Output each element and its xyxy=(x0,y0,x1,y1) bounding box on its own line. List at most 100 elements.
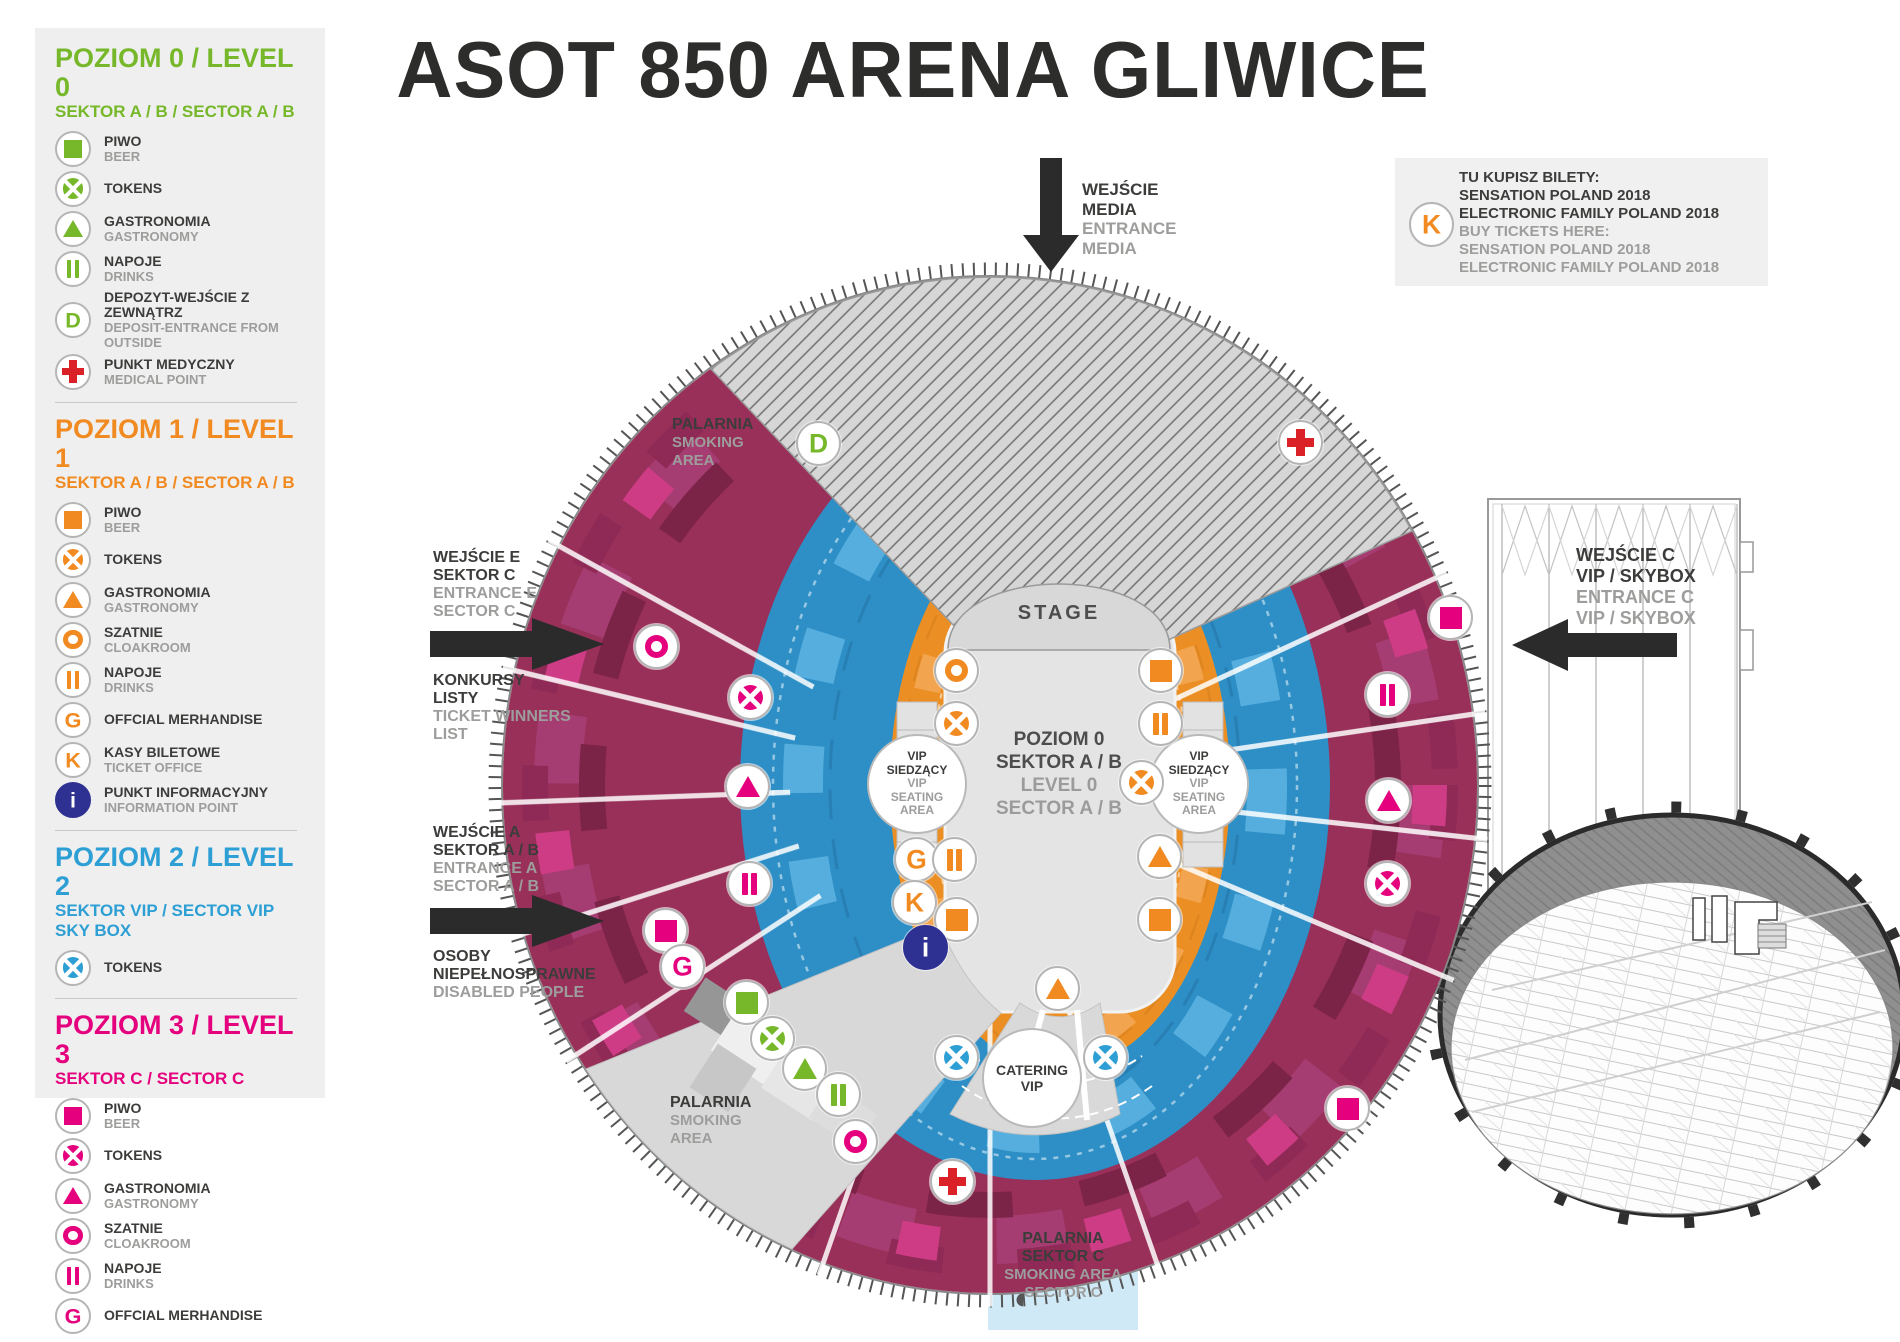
token-icon xyxy=(55,949,91,986)
legend-item-label: SZATNIE xyxy=(104,1219,163,1236)
triangle-icon xyxy=(1137,834,1182,879)
legend-item-sublabel: GASTRONOMY xyxy=(104,1195,199,1211)
legend-title-level1: POZIOM 1 / LEVEL 1 xyxy=(55,414,294,473)
square-icon xyxy=(1428,595,1473,640)
stage-label: STAGE xyxy=(1017,602,1101,624)
token-icon xyxy=(1365,861,1410,906)
legend-sidebar: POZIOM 0 / LEVEL 0 SEKTOR A / B / SECTOR… xyxy=(35,28,325,1334)
legend-item-label: PUNKT MEDYCZNY xyxy=(104,355,235,372)
square-icon xyxy=(55,1097,91,1134)
pause-icon xyxy=(1138,701,1183,746)
legend-section-level0: POZIOM 0 / LEVEL 0 SEKTOR A / B / SECTOR… xyxy=(55,44,315,390)
adjacent-hall-roof xyxy=(1426,801,1900,1229)
pause-icon xyxy=(1365,672,1410,717)
vip-seating-area-right: VIP SIEDZĄCY VIP SEATING AREA xyxy=(1149,734,1249,834)
legend-item: TOKENS xyxy=(55,1137,315,1174)
legend-subtitle-level2: SEKTOR VIP / SECTOR VIP xyxy=(55,901,275,920)
legend-title-level2: POZIOM 2 / LEVEL 2 xyxy=(55,842,294,901)
legend-item-label: DEPOZYT-WEJŚCIE Z ZEWNĄTRZ xyxy=(104,289,250,320)
plus-icon xyxy=(1278,420,1323,465)
label-disabled-people: OSOBY NIEPEŁNOSPRAWNE DISABLED PEOPLE xyxy=(433,948,596,1001)
legend-item-label: NAPOJE xyxy=(104,252,162,269)
legend-item-label: SZATNIE xyxy=(104,623,163,640)
triangle-icon xyxy=(55,1177,91,1214)
divider xyxy=(55,402,297,403)
square-icon xyxy=(1137,897,1182,942)
legend-item-sublabel: GASTRONOMY xyxy=(104,228,199,244)
square-icon xyxy=(1138,648,1183,693)
divider xyxy=(55,998,297,999)
legend-item: G OFFCIAL MERHANDISE xyxy=(55,701,315,738)
entrance-arrows xyxy=(430,158,1677,947)
letter-g-icon: G xyxy=(660,944,705,989)
plus-icon xyxy=(930,1159,975,1204)
ring-icon xyxy=(634,624,679,669)
arrow-media-down xyxy=(1023,158,1079,272)
legend-subtitle2-level2: SKY BOX xyxy=(55,921,132,940)
stage-shape xyxy=(947,583,1171,651)
square-icon xyxy=(1325,1086,1370,1131)
pause-icon xyxy=(55,661,91,698)
token-icon xyxy=(934,1035,979,1080)
legend-item-label: GASTRONOMIA xyxy=(104,212,211,229)
legend-subtitle-level0: SEKTOR A / B / SECTOR A / B xyxy=(55,102,295,121)
pause-icon xyxy=(932,837,977,882)
triangle-icon xyxy=(725,764,770,809)
legend-item-label: TOKENS xyxy=(104,551,163,567)
legend-item-sublabel: CLOAKROOM xyxy=(104,639,191,655)
arrow-entrance-a xyxy=(430,895,604,947)
label-entrance-e: WEJŚCIE E SEKTOR C ENTRANCE E SECTOR C xyxy=(433,549,538,620)
triangle-icon xyxy=(55,210,91,247)
letter-g-icon: G xyxy=(55,1297,91,1334)
legend-subtitle-level1: SEKTOR A / B / SECTOR A / B xyxy=(55,473,295,492)
legend-item-label: OFFCIAL MERHANDISE xyxy=(104,711,263,727)
ticket-info-box: K TU KUPISZ BILETY: SENSATION POLAND 201… xyxy=(1395,158,1768,286)
label-entrance-a: WEJŚCIE A SEKTOR A / B ENTRANCE A SECTOR… xyxy=(433,824,540,895)
arena-bowl xyxy=(488,262,1492,1308)
legend-item: TOKENS xyxy=(55,541,315,578)
legend-subtitle-level3: SEKTOR C / SECTOR C xyxy=(55,1069,245,1088)
info-icon: i xyxy=(55,781,91,818)
token-icon xyxy=(934,701,979,746)
divider xyxy=(55,830,297,831)
legend-item-sublabel: CLOAKROOM xyxy=(104,1235,191,1251)
legend-item-label: PIWO xyxy=(104,1099,142,1116)
ticket-office-icon: K xyxy=(1409,202,1454,247)
letter-k-icon: K xyxy=(892,880,937,925)
legend-title-level0: POZIOM 0 / LEVEL 0 xyxy=(55,43,294,102)
label-smoking-sector-c: PALARNIA SEKTOR C SMOKING AREA SECTOR C xyxy=(1004,1230,1122,1301)
triangle-icon xyxy=(1035,966,1080,1011)
label-entrance-media: WEJŚCIE MEDIA ENTRANCE MEDIA xyxy=(1082,180,1177,258)
legend-item-label: GASTRONOMIA xyxy=(104,583,211,600)
pause-icon xyxy=(55,250,91,287)
legend-item-label: PIWO xyxy=(104,503,142,520)
arrow-entrance-e xyxy=(430,618,604,670)
token-icon xyxy=(1119,760,1164,805)
letter-g-icon: G xyxy=(55,701,91,738)
legend-item: TOKENS xyxy=(55,170,315,207)
pause-icon xyxy=(816,1072,861,1117)
legend-item-label: PUNKT INFORMACYJNY xyxy=(104,783,269,800)
pause-icon xyxy=(55,1257,91,1294)
token-icon xyxy=(55,170,91,207)
legend-item-sublabel: MEDICAL POINT xyxy=(104,371,207,387)
legend-item-sublabel: TICKET OFFICE xyxy=(104,759,203,775)
token-icon xyxy=(1083,1035,1128,1080)
ring-icon xyxy=(55,621,91,658)
square-icon xyxy=(55,130,91,167)
plus-icon xyxy=(55,353,91,390)
legend-item-sublabel: GASTRONOMY xyxy=(104,599,199,615)
